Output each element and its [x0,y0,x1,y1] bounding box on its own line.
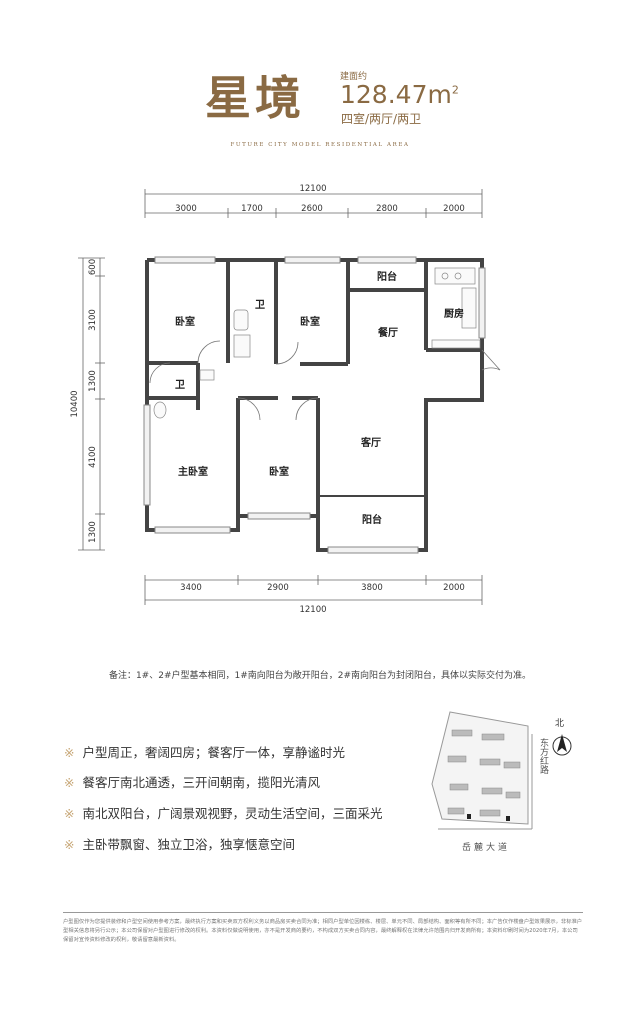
area-unit-sup: 2 [451,83,459,97]
room-balcony-south: 阳台 [362,513,382,526]
windows [143,256,486,554]
floor-plan: 12100 3000 1700 2600 2800 2000 3400 2900… [70,184,501,615]
area-number: 128.47m [340,80,452,109]
feature-text: 户型周正，奢阔四房；餐客厅一体，享静谧时光 [82,745,345,760]
dim-bottom-2: 2900 [267,583,289,593]
feature-mark: ※ [64,745,75,760]
feature-item: ※ 主卧带飘窗、独立卫浴，独享惬意空间 [64,834,295,853]
area-value: 128.47m2 [340,80,459,109]
feature-mark: ※ [64,806,75,821]
dim-top-5: 2000 [443,204,465,214]
dim-left-5: 1300 [88,521,98,543]
dim-bottom-1: 3400 [180,583,202,593]
subtitle-en: FUTURE CITY MODEL RESIDENTIAL AREA [230,142,410,148]
dim-bottom-3: 3800 [361,583,383,593]
room-bedroom-nw: 卧室 [175,315,195,328]
dim-top-1: 3000 [175,204,197,214]
fixtures [153,267,481,419]
top-dimensions [144,189,483,218]
walls [145,258,484,552]
feature-text: 餐客厅南北通透，三开间朝南，揽阳光清风 [82,775,320,790]
divider [63,912,583,913]
feature-mark: ※ [64,837,75,852]
feature-item: ※ 南北双阳台，广阔景观视野，灵动生活空间，三面采光 [64,803,383,822]
dim-bottom-4: 2000 [443,583,465,593]
room-living: 客厅 [360,436,381,449]
room-dining: 餐厅 [377,326,398,339]
dim-left-3: 1300 [88,370,98,392]
room-summary: 四室/两厅/两卫 [341,112,422,126]
site-markers [467,814,510,821]
room-bedroom-n: 卧室 [300,315,320,328]
plan-title: 星境 [205,71,305,125]
dim-left-1: 600 [88,259,98,275]
feature-text: 主卧带飘窗、独立卫浴，独享惬意空间 [82,837,295,852]
feature-item: ※ 户型周正，奢阔四房；餐客厅一体，享静谧时光 [64,742,345,761]
feature-text: 南北双阳台，广阔景观视野，灵动生活空间，三面采光 [82,806,383,821]
north-arrow-icon [552,734,572,756]
site-buildings [447,729,521,817]
room-bath-north: 卫 [255,299,265,311]
dim-left-4: 4100 [88,446,98,468]
room-balcony-north: 阳台 [377,270,397,283]
dim-top-3: 2600 [301,204,323,214]
room-bedroom-s: 卧室 [269,465,289,478]
bottom-dimensions [144,575,483,605]
road-south-label: 岳麓大道 [462,841,510,853]
left-dimensions [78,257,105,551]
plan-note: 备注：1#、2#户型基本相同，1#南向阳台为敞开阳台，2#南向阳台为封闭阳台，具… [108,671,532,681]
dim-left-total: 10400 [70,390,80,417]
north-label: 北 [555,718,564,729]
doors [149,340,501,421]
road-east-label: 东方红路 [538,737,549,775]
dim-top-2: 1700 [241,204,263,214]
dim-left-2: 3100 [88,309,98,331]
room-kitchen: 厨房 [444,307,464,320]
feature-mark: ※ [64,775,75,790]
room-bath-west: 卫 [175,379,185,391]
dim-bottom-total: 12100 [299,605,326,615]
dim-top-4: 2800 [376,204,398,214]
room-master: 主卧室 [178,465,208,478]
area-label: 建面约 [340,72,368,82]
dim-top-total: 12100 [299,184,326,194]
site-map: 东方红路 岳麓大道 北 [431,711,572,853]
disclaimer: 户型图仅作为您提供装修和户型空间使用参考方案，最终执行方案和买卖双方权利义务以商… [63,919,583,943]
feature-item: ※ 餐客厅南北通透，三开间朝南，揽阳光清风 [64,772,320,791]
